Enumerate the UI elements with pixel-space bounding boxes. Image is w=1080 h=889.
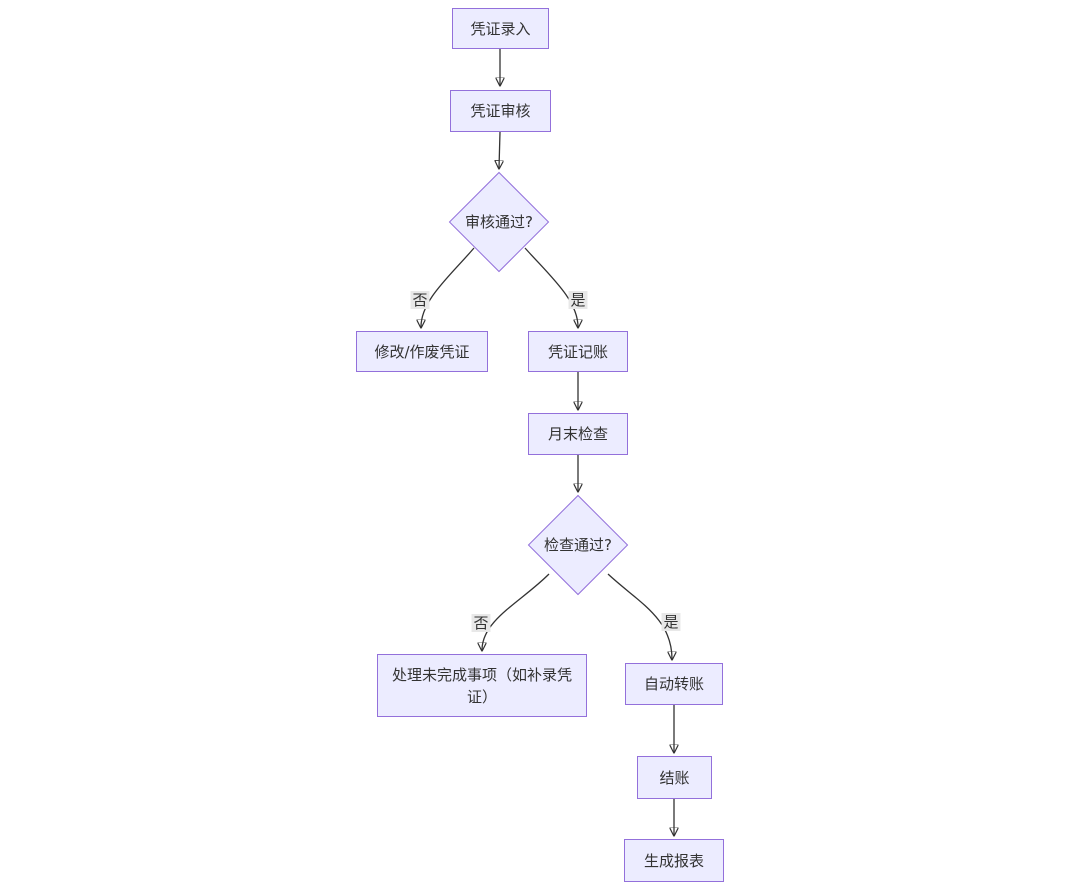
edge-label-no-2: 否 bbox=[471, 614, 491, 632]
node-label: 凭证审核 bbox=[470, 102, 531, 120]
node-label: 审核通过? bbox=[465, 213, 533, 231]
edge-decision2-no bbox=[482, 573, 550, 650]
node-voucher-entry: 凭证录入 bbox=[452, 8, 549, 49]
node-voucher-review: 凭证审核 bbox=[450, 90, 551, 132]
node-label: 检查通过? bbox=[544, 536, 612, 554]
node-label: 凭证记账 bbox=[547, 342, 608, 361]
edge-label-no-1: 否 bbox=[410, 291, 430, 309]
node-handle-pending-items: 处理未完成事项（如补录凭证） bbox=[377, 654, 587, 717]
node-label: 结账 bbox=[659, 768, 690, 787]
edge-label-yes-1: 是 bbox=[568, 291, 588, 309]
node-label: 修改/作废凭证 bbox=[374, 342, 470, 361]
node-label: 处理未完成事项（如补录凭证） bbox=[391, 665, 572, 706]
decision-check-passed: 检查通过? bbox=[527, 494, 629, 596]
node-label: 生成报表 bbox=[643, 851, 704, 870]
node-auto-transfer: 自动转账 bbox=[625, 663, 723, 705]
node-label: 月末检查 bbox=[547, 425, 608, 443]
edge-review-to-decision1 bbox=[499, 131, 500, 168]
edge-decision2-yes bbox=[607, 573, 672, 659]
node-closing: 结账 bbox=[637, 756, 712, 799]
node-label: 自动转账 bbox=[643, 675, 704, 693]
edge-decision1-yes bbox=[524, 247, 578, 327]
node-label: 凭证录入 bbox=[470, 19, 531, 38]
node-month-end-check: 月末检查 bbox=[528, 413, 628, 455]
node-voucher-posting: 凭证记账 bbox=[528, 331, 628, 372]
edge-decision1-no bbox=[421, 247, 475, 327]
edge-label-yes-2: 是 bbox=[661, 613, 681, 631]
node-modify-void-voucher: 修改/作废凭证 bbox=[356, 331, 488, 372]
decision-review-passed: 审核通过? bbox=[448, 171, 550, 273]
node-generate-reports: 生成报表 bbox=[624, 839, 724, 882]
